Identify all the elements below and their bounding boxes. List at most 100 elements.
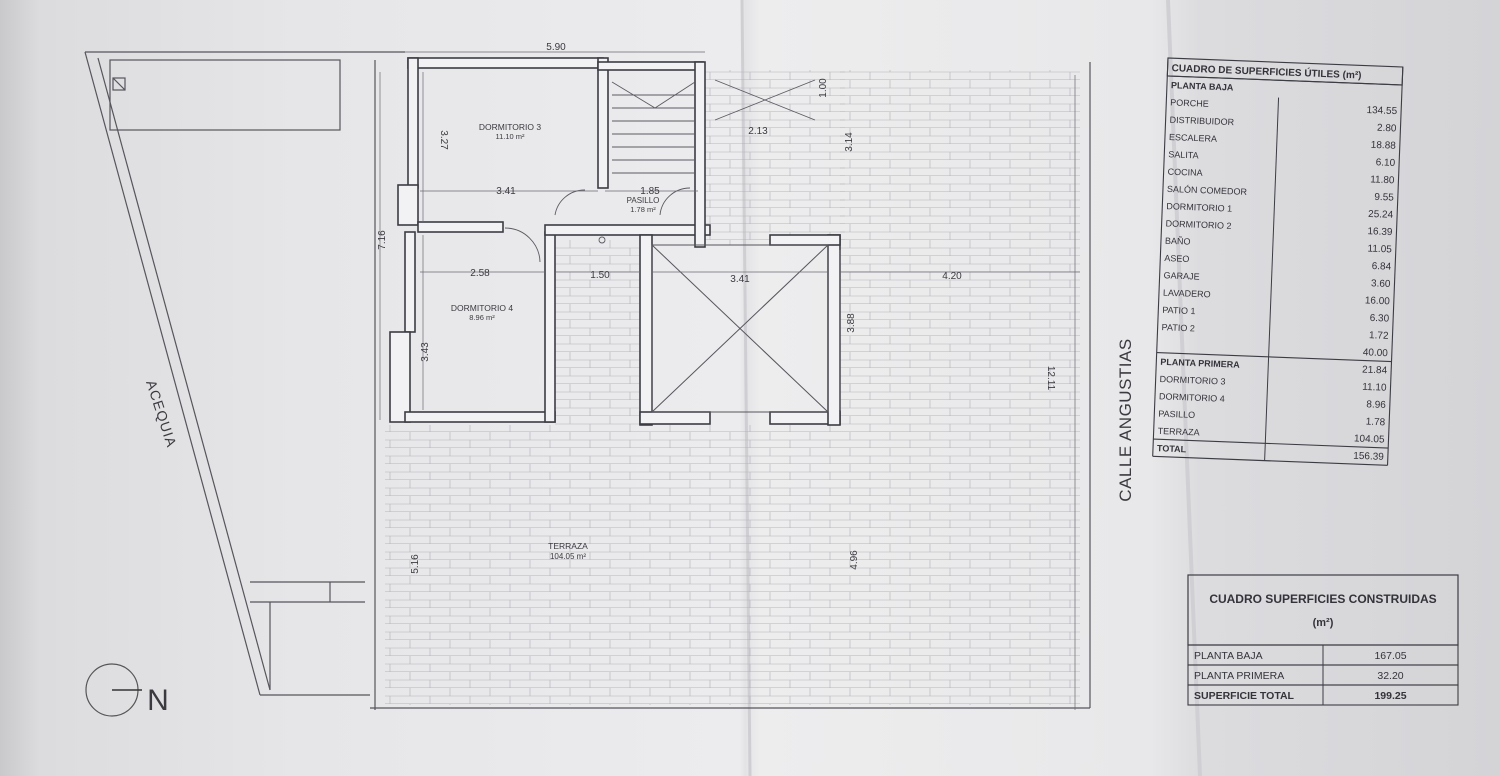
table-cell-label: PLANTA BAJA (1194, 650, 1263, 662)
dim-east-edge: 12.11 (1045, 366, 1056, 391)
table-row: PATIO 2 1.72 (1161, 322, 1389, 342)
void-opening (651, 244, 829, 413)
table-row: DORMITORIO 4 8.96 (1159, 391, 1387, 411)
street-calle-label: CALLE ANGUSTIAS (1116, 338, 1135, 501)
room-dorm4-area: 8.96 m² (469, 313, 495, 322)
dim-upper-right: 3.14 (844, 132, 855, 152)
table-cell-label: LAVADERO (1163, 288, 1211, 300)
table-cell-label: PORCHE (1170, 97, 1209, 108)
table-cell-value: 167.05 (1374, 650, 1406, 662)
table-cell-value: 11.05 (1367, 244, 1392, 256)
table-row: COCINA 11.80 (1167, 167, 1395, 187)
table-row: PATIO 1 6.30 (1162, 305, 1390, 325)
room-pasillo-area: 1.78 m² (630, 205, 656, 214)
table-cell-value: 16.39 (1367, 226, 1393, 238)
table-cell-value: 11.10 (1362, 382, 1387, 394)
table-cell-label: PASILLO (1158, 409, 1195, 420)
table-cell-value: 11.80 (1370, 174, 1395, 186)
table-cell-label: DORMITORIO 1 (1166, 201, 1232, 214)
table-cell-value: 199.25 (1374, 690, 1406, 702)
table-cell-value: 18.88 (1371, 140, 1397, 152)
table-cell-label: DORMITORIO 4 (1159, 391, 1225, 404)
dim-top-width: 5.90 (546, 42, 566, 53)
table-cell-value: 6.30 (1369, 313, 1389, 325)
site-outline (84, 51, 1091, 710)
table-cell-label: ESCALERA (1169, 132, 1217, 144)
table-cell-label: DISTRIBUIDOR (1169, 115, 1234, 127)
table-row: SALÓN COMEDOR 9.55 (1167, 184, 1395, 204)
table-cell-value: 1.72 (1369, 330, 1389, 342)
table-row: BAÑO 11.05 (1165, 236, 1393, 256)
table-cell-value: 156.39 (1353, 451, 1384, 463)
table-cell-label: GARAJE (1163, 270, 1199, 281)
table-cell-label: COCINA (1167, 167, 1202, 178)
room-terraza-area: 104.05 m² (550, 552, 586, 561)
table-cell-label: PLANTA BAJA (1171, 80, 1234, 92)
north-label: N (147, 684, 169, 717)
table-cell-label: BAÑO (1165, 236, 1191, 247)
dim-dorm4-width: 2.58 (470, 268, 490, 279)
dim-corridor-width: 1.50 (590, 270, 610, 281)
table-cell-value: 40.00 (1363, 347, 1389, 359)
table-cell-label: PATIO 1 (1162, 305, 1196, 316)
dim-void-height: 3.88 (846, 313, 857, 333)
dimension-lines (379, 51, 1080, 710)
table-cell-label: SALÓN COMEDOR (1167, 184, 1248, 197)
table-construidas-title-1: CUADRO SUPERFICIES CONSTRUIDAS (1209, 592, 1436, 606)
table-row: GARAJE 3.60 (1163, 270, 1391, 290)
dim-dorm3-width: 3.41 (496, 186, 516, 197)
room-terraza-name: TERRAZA (548, 541, 588, 551)
room-labels: DORMITORIO 3 11.10 m² PASILLO 1.78 m² DO… (451, 122, 659, 561)
north-arrow: N (85, 663, 169, 717)
table-cell-value: 104.05 (1354, 433, 1385, 445)
table-cell-value: 1.78 (1365, 417, 1385, 429)
table-row: PLANTA PRIMERA 21.84 (1156, 352, 1392, 376)
room-dorm4-name: DORMITORIO 4 (451, 303, 513, 313)
table-row: TOTAL 156.39 (1153, 438, 1389, 463)
table-cell-value: 21.84 (1362, 364, 1388, 376)
room-pasillo-name: PASILLO (627, 196, 660, 205)
dim-right-width: 4.20 (942, 271, 962, 282)
table-cell-label: PATIO 2 (1161, 322, 1195, 333)
staircase (611, 79, 816, 174)
table-cell-label: SALITA (1168, 149, 1199, 160)
paper-fold (1166, 0, 1202, 776)
table-row: DORMITORIO 2 16.39 (1165, 218, 1393, 238)
table-construidas-title-2: (m²) (1313, 617, 1334, 629)
door-swings (504, 187, 691, 263)
table-superficies-construidas: CUADRO SUPERFICIES CONSTRUIDAS (m²) PLAN… (1187, 574, 1459, 706)
table-row: DORMITORIO 125.24 (1166, 201, 1394, 221)
table-cell-value: 8.96 (1366, 399, 1386, 411)
table-cell-value: 3.60 (1371, 278, 1391, 290)
dim-left-height: 7.16 (377, 230, 388, 250)
dim-terrace-left: 5.16 (410, 554, 421, 574)
dim-dorm4-height: 3.43 (420, 342, 431, 362)
table-row: PASILLO 1.78 (1158, 409, 1386, 429)
table-cell-label: DORMITORIO 3 (1159, 374, 1225, 387)
street-acequia-label: ACEQUIA (143, 378, 180, 450)
dim-stair-side: 2.13 (748, 126, 768, 137)
table-cell-label: DORMITORIO 2 (1165, 218, 1231, 231)
walls (389, 57, 841, 426)
table-cell-value: 2.80 (1377, 123, 1397, 135)
table-cell-label: PLANTA PRIMERA (1160, 357, 1240, 370)
room-dorm3-area: 11.10 m² (495, 132, 525, 141)
table-cell-label: PLANTA PRIMERA (1194, 670, 1284, 682)
table-cell-value: 9.55 (1374, 192, 1394, 204)
dim-stair-top: 1.00 (818, 78, 829, 98)
dim-dorm3-height: 3.27 (438, 130, 449, 150)
dim-pasillo-width: 1.85 (640, 186, 660, 197)
table-cell-label: ASEO (1164, 253, 1189, 264)
table-superficies-utiles: CUADRO DE SUPERFICIES ÚTILES (m²) PLANTA… (1152, 57, 1404, 466)
table-cell-label: TOTAL (1157, 443, 1187, 454)
dim-terrace-mid: 4.96 (849, 550, 860, 570)
table-cell-value: 6.10 (1375, 157, 1395, 169)
